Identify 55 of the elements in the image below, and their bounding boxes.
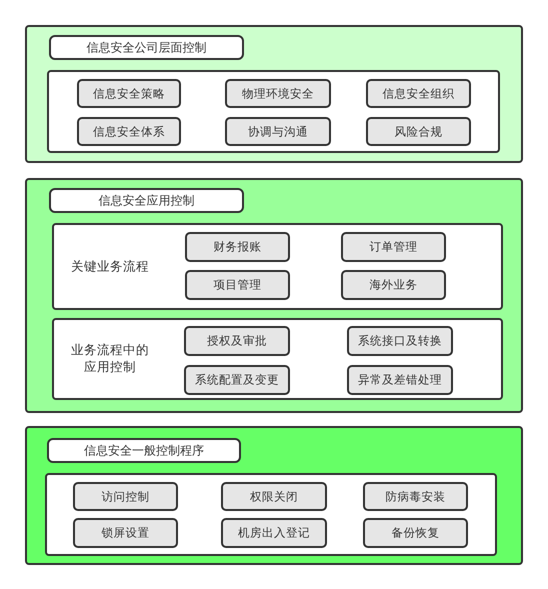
header-label: 信息安全公司层面控制 xyxy=(86,39,206,56)
header-box xyxy=(49,35,244,60)
item-label: 授权及审批 xyxy=(207,334,267,348)
item-box xyxy=(225,79,331,108)
item-box xyxy=(347,326,453,356)
item-box xyxy=(184,365,290,395)
item-box xyxy=(185,270,290,300)
item-label: 防病毒安装 xyxy=(386,489,446,504)
group-box xyxy=(52,223,503,310)
group-label: 关键业务流程 xyxy=(70,258,150,275)
item-label: 访问控制 xyxy=(102,489,150,504)
item-box xyxy=(366,79,471,108)
item-box xyxy=(341,232,446,262)
group-box xyxy=(52,318,503,400)
item-label: 异常及差错处理 xyxy=(358,372,442,388)
item-label: 权限关闭 xyxy=(250,489,298,504)
item-label: 财务报账 xyxy=(214,240,262,254)
item-box xyxy=(185,232,290,262)
item-label: 项目管理 xyxy=(214,278,262,292)
item-label: 海外业务 xyxy=(370,278,418,292)
group-box xyxy=(45,473,497,556)
item-label: 信息安全组织 xyxy=(382,86,454,101)
item-box xyxy=(363,518,468,548)
item-box xyxy=(184,326,290,356)
item-label: 系统接口及转换 xyxy=(358,334,442,348)
group-label: 业务流程中的应用控制 xyxy=(70,342,150,376)
item-box xyxy=(225,117,331,146)
item-box xyxy=(347,365,453,395)
panel-background xyxy=(25,178,523,413)
item-label: 机房出入登记 xyxy=(238,526,310,540)
item-label: 信息安全策略 xyxy=(93,86,165,101)
item-label: 协调与沟通 xyxy=(248,124,308,139)
group-box xyxy=(47,70,500,153)
item-label: 备份恢复 xyxy=(392,526,440,540)
item-label: 信息安全体系 xyxy=(93,124,165,139)
item-label: 锁屏设置 xyxy=(102,526,150,540)
item-box xyxy=(73,482,178,511)
item-label: 物理环境安全 xyxy=(242,86,314,101)
header-box xyxy=(47,438,241,463)
panel-background xyxy=(25,426,523,565)
item-label: 风险合规 xyxy=(394,124,442,139)
item-box xyxy=(363,482,468,511)
header-box xyxy=(49,188,244,213)
header-label: 信息安全应用控制 xyxy=(98,192,194,209)
header-label: 信息安全一般控制程序 xyxy=(84,442,204,459)
item-box xyxy=(341,270,446,300)
panel-background xyxy=(25,25,523,163)
item-box xyxy=(77,117,181,146)
item-box xyxy=(366,117,471,146)
item-label: 系统配置及变更 xyxy=(195,372,279,388)
item-box xyxy=(221,518,327,548)
item-box xyxy=(73,518,178,548)
item-label: 订单管理 xyxy=(370,240,418,254)
item-box xyxy=(221,482,327,511)
item-box xyxy=(77,79,181,108)
